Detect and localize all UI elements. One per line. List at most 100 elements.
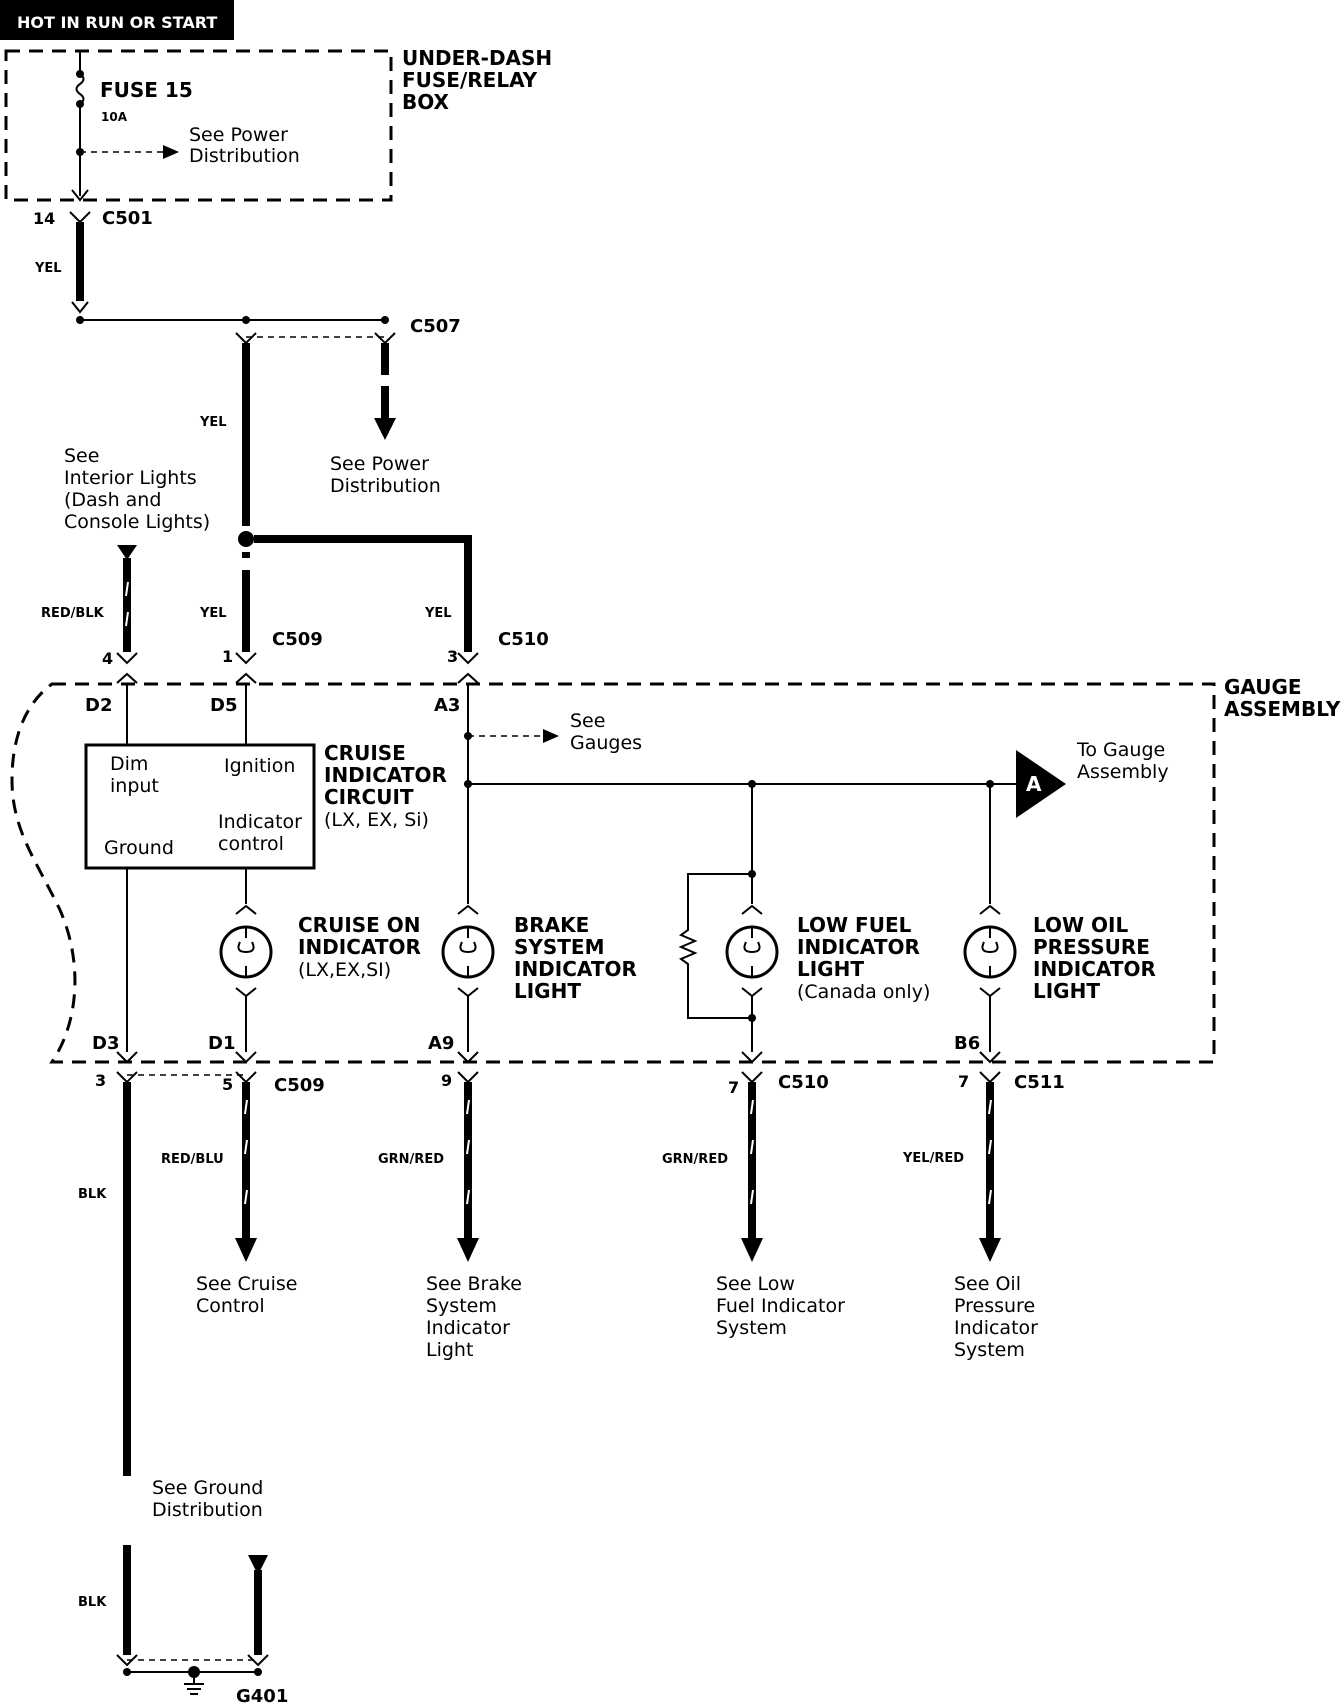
fuel-label-4: (Canada only) xyxy=(797,981,930,1003)
terminal-a3: A3 xyxy=(434,695,460,716)
header-title: HOT IN RUN OR START xyxy=(17,13,217,32)
c501-connector: 14 C501 xyxy=(33,208,153,229)
wire-label-yel-1: YEL xyxy=(34,261,62,276)
c501-label: C501 xyxy=(102,208,153,229)
fuse-relay-box: UNDER-DASH FUSE/RELAY BOX FUSE 15 10A Se… xyxy=(4,46,552,202)
wire-label-red-blu: RED/BLU xyxy=(161,1152,224,1167)
cruise-ref-2: Control xyxy=(196,1295,265,1317)
pin-top-3: 3 xyxy=(447,647,458,666)
pin-bottom-9: 9 xyxy=(441,1071,452,1090)
c507-label: C507 xyxy=(410,316,461,337)
gauges-ref-1: See xyxy=(570,710,605,732)
gauges-ref-2: Gauges xyxy=(570,732,642,754)
fuse-box-name-3: BOX xyxy=(402,90,450,114)
c501-pin: 14 xyxy=(33,209,55,228)
oil-ref-2: Pressure xyxy=(954,1295,1035,1317)
wire-label-grn-red-1: GRN/RED xyxy=(378,1152,444,1167)
cruise-on-label-1: CRUISE ON xyxy=(298,913,421,937)
header-banner: HOT IN RUN OR START xyxy=(0,0,234,40)
power-ref-1: See Power xyxy=(330,453,429,475)
fuse-box-name-1: UNDER-DASH xyxy=(402,46,552,70)
terminal-d5: D5 xyxy=(210,695,237,716)
brake-ref-3: Indicator xyxy=(426,1317,510,1339)
oil-ref-1: See Oil xyxy=(954,1273,1021,1295)
fuel-ref-1: See Low xyxy=(716,1273,795,1295)
c510-top-label: C510 xyxy=(498,629,549,650)
fuel-resistor xyxy=(678,873,752,1019)
fuel-label-1: LOW FUEL xyxy=(797,913,912,937)
cruise-circuit-title-2: INDICATOR xyxy=(324,763,447,787)
wire-label-red-blk: RED/BLK xyxy=(41,606,105,621)
c511-label: C511 xyxy=(1014,1072,1065,1093)
brake-ref-4: Light xyxy=(426,1339,473,1361)
cruise-on-label-3: (LX,EX,SI) xyxy=(298,959,391,981)
pin-bottom-3: 3 xyxy=(95,1071,106,1090)
g401-label: G401 xyxy=(236,1686,288,1706)
fuse-label: FUSE 15 xyxy=(100,78,193,102)
dim-input-2: input xyxy=(110,775,159,797)
pin-top-4: 4 xyxy=(102,649,113,668)
fuel-ref-3: System xyxy=(716,1317,787,1339)
gauge-assembly-outline: GAUGE ASSEMBLY xyxy=(10,675,1341,1064)
wire-label-yel-2: YEL xyxy=(199,415,227,430)
interior-ref-2: Interior Lights xyxy=(64,467,197,489)
wire-label-blk-2: BLK xyxy=(78,1595,107,1610)
terminal-a9: A9 xyxy=(428,1033,454,1054)
fuse-box-outline xyxy=(4,49,393,202)
power-ref-2: Distribution xyxy=(330,475,441,497)
ignition-label: Ignition xyxy=(224,755,295,777)
ground-symbol-g401 xyxy=(123,1666,262,1695)
c509-top-label: C509 xyxy=(272,629,323,650)
pin-top-1: 1 xyxy=(222,647,233,666)
splice-point xyxy=(238,531,254,547)
oil-ref-3: Indicator xyxy=(954,1317,1038,1339)
oil-label-3: INDICATOR xyxy=(1033,957,1156,981)
cruise-circuit-title-4: (LX, EX, Si) xyxy=(324,809,429,831)
indicator-control-2: control xyxy=(218,833,284,855)
ground-ref-1: See Ground xyxy=(152,1477,263,1499)
ground-label: Ground xyxy=(104,837,174,859)
brake-label-3: INDICATOR xyxy=(514,957,637,981)
gauge-assembly-label-2: ASSEMBLY xyxy=(1224,697,1341,721)
c510-bottom-label: C510 xyxy=(778,1072,829,1093)
junction-a-letter: A xyxy=(1026,772,1042,796)
interior-ref-4: Console Lights) xyxy=(64,511,210,533)
cruise-ref-1: See Cruise xyxy=(196,1273,297,1295)
fuse-rating: 10A xyxy=(101,110,128,124)
oil-label-4: LIGHT xyxy=(1033,979,1100,1003)
cruise-on-indicator-bulb xyxy=(219,904,273,998)
low-oil-indicator-bulb xyxy=(963,904,1017,998)
pin-bottom-5: 5 xyxy=(222,1075,233,1094)
interior-ref-3: (Dash and xyxy=(64,489,161,511)
fuel-label-3: LIGHT xyxy=(797,957,864,981)
brake-indicator-bulb xyxy=(441,904,495,998)
brake-ref-2: System xyxy=(426,1295,497,1317)
fuse-power-ref-1: See Power xyxy=(189,124,288,146)
cruise-circuit-title-1: CRUISE xyxy=(324,741,406,765)
terminal-d2: D2 xyxy=(85,695,112,716)
c507-bus: C507 xyxy=(76,316,461,345)
terminal-d1: D1 xyxy=(208,1033,235,1054)
brake-label-2: SYSTEM xyxy=(514,935,605,959)
cruise-on-label-2: INDICATOR xyxy=(298,935,421,959)
pin-bottom-7b: 7 xyxy=(958,1072,969,1091)
junction-a-marker xyxy=(1016,750,1066,818)
cruise-circuit-title-3: CIRCUIT xyxy=(324,785,414,809)
wire-label-yel-4: YEL xyxy=(424,606,452,621)
oil-label-1: LOW OIL xyxy=(1033,913,1129,937)
to-gauge-ref-1: To Gauge xyxy=(1076,739,1165,761)
brake-label-1: BRAKE xyxy=(514,913,589,937)
wire-label-yel-3: YEL xyxy=(199,606,227,621)
wire-label-yel-red: YEL/RED xyxy=(902,1151,964,1166)
low-fuel-indicator-bulb xyxy=(725,904,779,998)
dim-input-1: Dim xyxy=(110,753,148,775)
brake-ref-1: See Brake xyxy=(426,1273,522,1295)
terminal-d3: D3 xyxy=(92,1033,119,1054)
gauge-assembly-label-1: GAUGE xyxy=(1224,675,1302,699)
c509-bottom-label: C509 xyxy=(274,1075,325,1096)
cruise-indicator-circuit: Dim input Ignition Indicator control Gro… xyxy=(84,741,447,870)
fuse-power-ref-2: Distribution xyxy=(189,145,300,167)
fuel-label-2: INDICATOR xyxy=(797,935,920,959)
fuse-symbol xyxy=(75,73,85,105)
